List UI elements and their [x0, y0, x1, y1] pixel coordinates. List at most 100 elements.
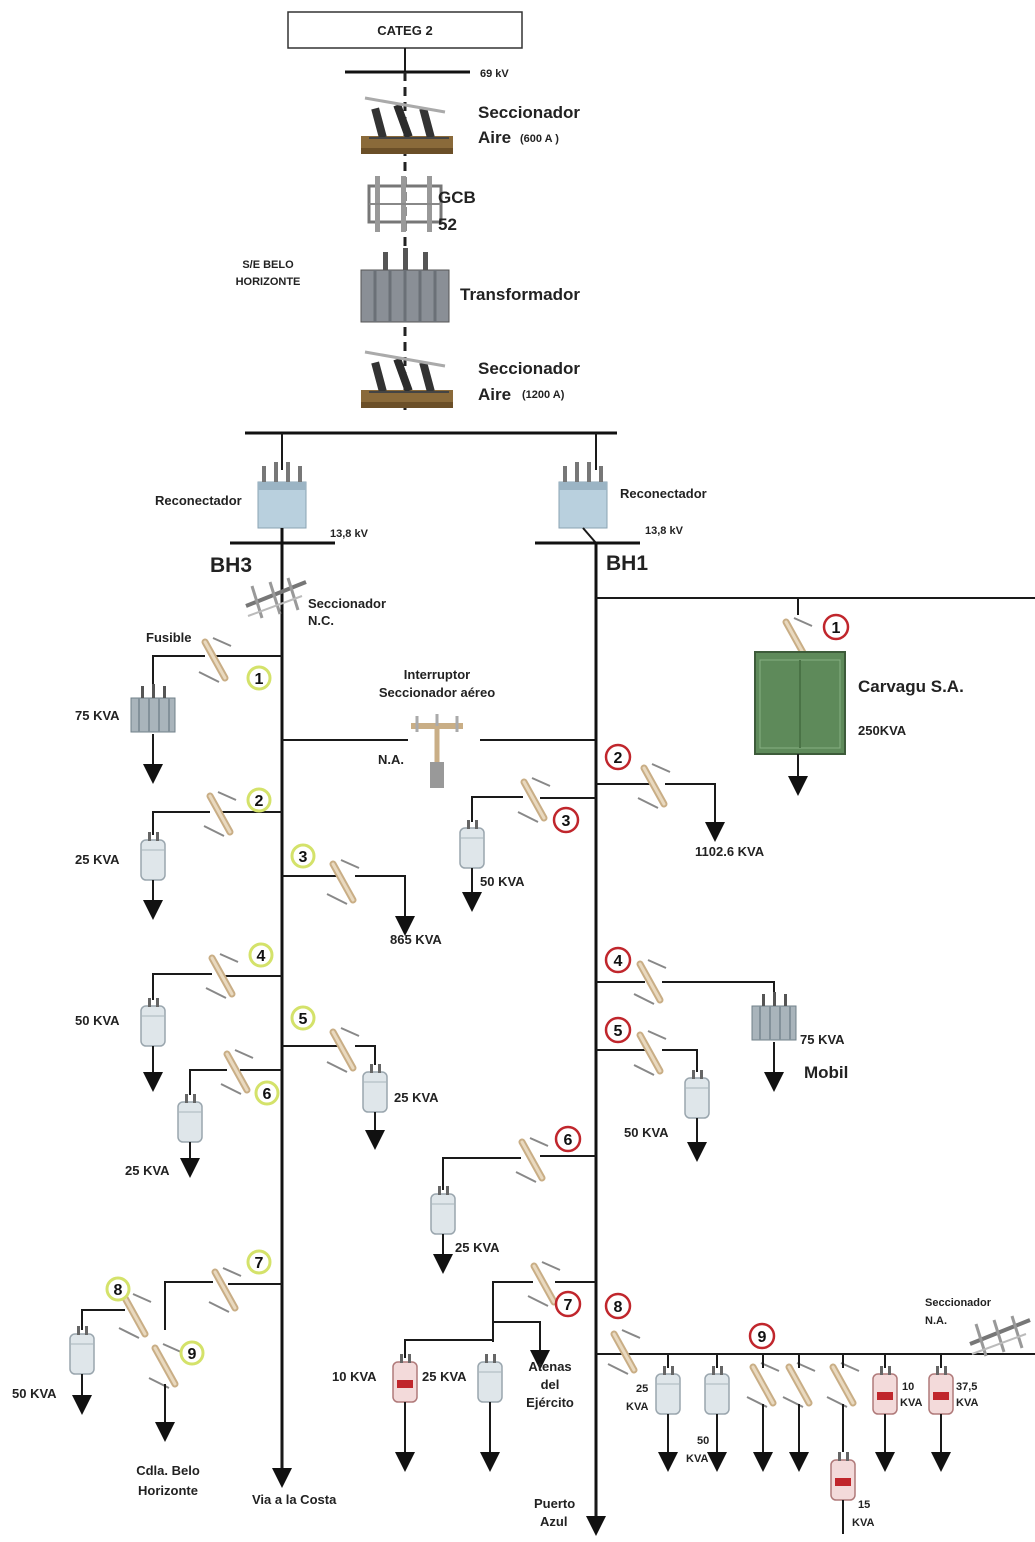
categ-box: [287, 11, 523, 49]
recloser-icon-bh1: [558, 461, 608, 529]
fuse-cutout-icon-r5: [634, 1031, 666, 1075]
power-transformer-icon: [359, 246, 451, 324]
seccionador-nc-line1: Seccionador: [308, 596, 386, 611]
bh1-load-4-name: Mobil: [804, 1063, 848, 1082]
bh1-marker-6: 6: [554, 1125, 582, 1153]
bh3-load-4: 50 KVA: [75, 1013, 120, 1028]
bh3-load-6: 25 KVA: [125, 1163, 170, 1178]
recloser-icon-bh3: [257, 461, 307, 529]
fuse-cutout-icon-l7: [209, 1268, 241, 1312]
fuse-cutout-icon-9d: [783, 1363, 815, 1407]
fuse-cutout-icon-r2: [638, 764, 670, 808]
bh3-marker-4: 4: [248, 942, 274, 968]
svg-text:7: 7: [564, 1297, 573, 1314]
svg-text:3: 3: [562, 813, 571, 830]
bh1-name: BH1: [606, 552, 648, 575]
cdla-line1: Cdla. Belo: [136, 1463, 200, 1478]
seccionador-bot-line1: Seccionador: [478, 359, 580, 378]
svg-text:5: 5: [299, 1011, 308, 1028]
svg-text:9: 9: [758, 1329, 767, 1346]
svg-text:1: 1: [255, 671, 264, 688]
pole-transformer-icon-9e: [830, 1451, 856, 1501]
pole-transformer-icon-l8: [69, 1325, 95, 1375]
fuse-cutout-icon-r6: [516, 1138, 548, 1182]
bh1-load-3: 50 KVA: [480, 874, 525, 889]
bh3-load-8: 50 KVA: [12, 1386, 57, 1401]
svg-text:4: 4: [614, 953, 623, 970]
bh1-marker-3: 3: [552, 806, 580, 834]
bh1-marker-2: 2: [604, 743, 632, 771]
fuse-cutout-icon-l3: [327, 860, 359, 904]
bh3-marker-8: 8: [105, 1276, 131, 1302]
sec-na-line2: N.A.: [925, 1315, 947, 1327]
pole-transformer-icon-9f: [872, 1365, 898, 1415]
b9-e-line1: 15: [858, 1499, 870, 1511]
fuse-cutout-icon-l6: [221, 1050, 253, 1094]
load-arrow-icon-r2: [665, 783, 725, 842]
pole-transformer-icon-l4: [140, 997, 166, 1047]
seccionador-bot-line2: Aire: [478, 385, 511, 404]
b9-a-line1: 25: [636, 1383, 648, 1395]
tie-label-line1: Interruptor: [404, 667, 470, 682]
bh1-marker-7: 7: [554, 1290, 582, 1318]
b9-d-line1: 37,5: [956, 1381, 977, 1393]
hv-voltage-label: 69 kV: [480, 68, 509, 80]
bh3-marker-6: 6: [254, 1080, 280, 1106]
substation-name-line1: S/E BELO: [242, 259, 294, 271]
seccionador-bot-rating: (1200 A): [522, 389, 565, 401]
bh1-load-2: 1102.6 KVA: [695, 844, 765, 859]
fuse-cutout-icon-l9: [149, 1344, 181, 1388]
seccionador-top-rating: (600 A ): [520, 133, 559, 145]
seccionador-na-icon: [968, 1314, 1032, 1358]
bh3-marker-7: 7: [246, 1249, 272, 1275]
pole-transformer-icon-9g: [928, 1365, 954, 1415]
cdla-line2: Horizonte: [138, 1483, 198, 1498]
b9-c-line1: 10: [902, 1381, 914, 1393]
bh3-marker-1: 1: [246, 665, 272, 691]
svg-text:7: 7: [255, 1255, 264, 1272]
svg-text:4: 4: [257, 948, 266, 965]
pole-transformer-icon-r3: [459, 819, 485, 869]
pole-transformer-icon-l2: [140, 831, 166, 881]
fuse-cutout-icon-r8: [608, 1330, 640, 1374]
bh3-reconectador-label: Reconectador: [155, 493, 242, 508]
via-label: Via a la Costa: [252, 1492, 337, 1507]
bh3-marker-3: 3: [290, 843, 316, 869]
svg-text:2: 2: [614, 750, 623, 767]
atenas-line1: Atenas: [528, 1359, 571, 1374]
bh1-marker-9: 9: [748, 1322, 776, 1350]
b9-c-line2: KVA: [900, 1397, 922, 1409]
categ-label: CATEG 2: [377, 23, 432, 38]
atenas-line3: Ejército: [526, 1395, 574, 1410]
fuse-cutout-icon-r3: [518, 778, 550, 822]
bh1-marker-1: 1: [822, 613, 850, 641]
dist-transformer-icon-l1: [130, 683, 176, 733]
dist-transformer-icon-r4: [751, 991, 797, 1041]
bh1-load-6: 25 KVA: [455, 1240, 500, 1255]
bh1-reconectador-label: Reconectador: [620, 486, 707, 501]
seccionador-top-line1: Seccionador: [478, 103, 580, 122]
bh3-name: BH3: [210, 554, 252, 577]
bh1-load-4: 75 KVA: [800, 1032, 845, 1047]
svg-text:6: 6: [564, 1132, 573, 1149]
pole-transformer-icon-l6: [177, 1093, 203, 1143]
bh1-load-5: 50 KVA: [624, 1125, 669, 1140]
b9-a-line2: KVA: [626, 1401, 648, 1413]
tie-label-line2: Seccionador aéreo: [379, 685, 495, 700]
pole-transformer-icon-r7b: [477, 1353, 503, 1403]
bh1-load-7b: 25 KVA: [422, 1369, 467, 1384]
bh3-marker-9: 9: [179, 1340, 205, 1366]
svg-text:2: 2: [255, 793, 264, 810]
bh3-load-3: 865 KVA: [390, 932, 442, 947]
pole-transformer-icon-9a: [655, 1365, 681, 1415]
substation-name-line2: HORIZONTE: [236, 276, 301, 288]
fusible-label: Fusible: [146, 630, 192, 645]
load-arrow-icon-l3: [355, 875, 415, 936]
pole-transformer-icon-l5: [362, 1063, 388, 1113]
bh1-marker-5: 5: [604, 1016, 632, 1044]
puerto-line1: Puerto: [534, 1496, 575, 1511]
bh1-voltage: 13,8 kV: [645, 525, 684, 537]
b9-e-line2: KVA: [852, 1517, 874, 1529]
